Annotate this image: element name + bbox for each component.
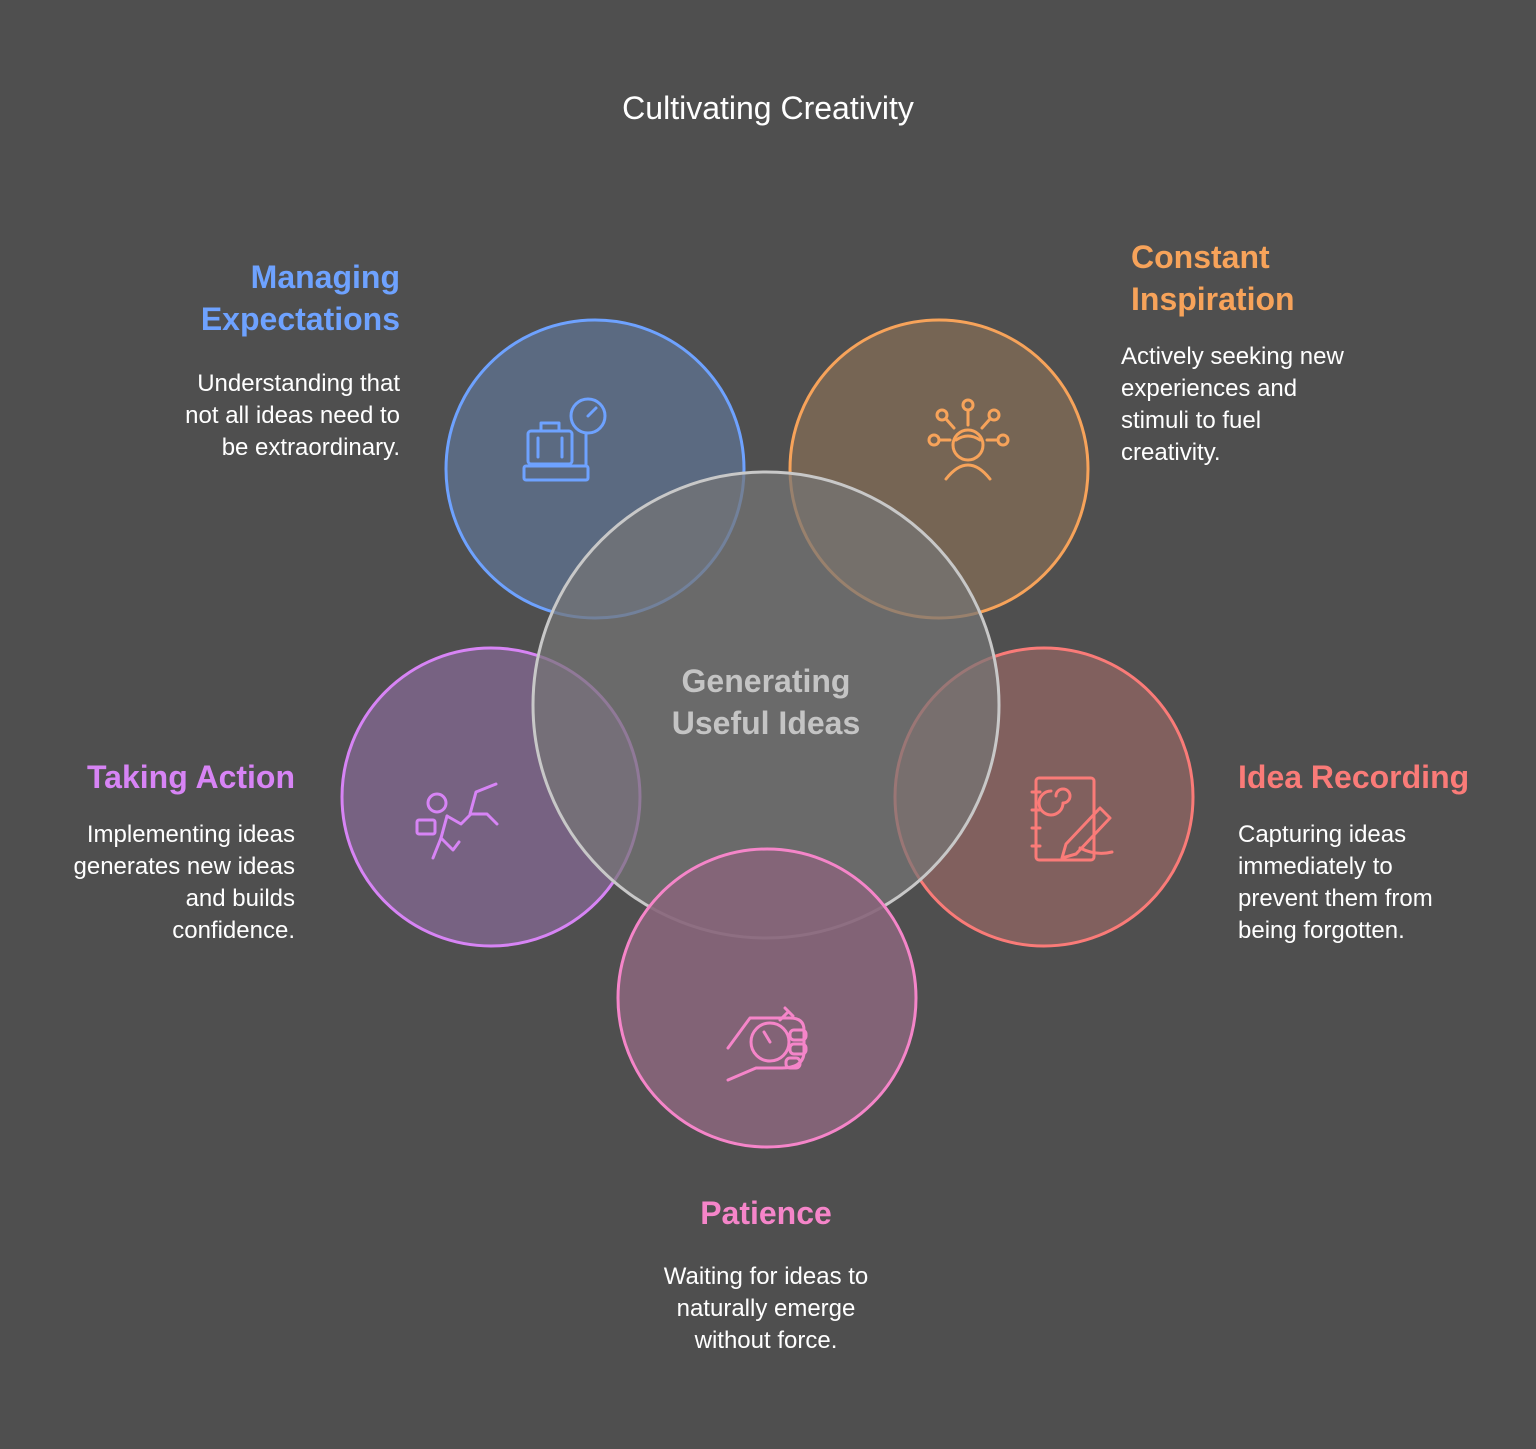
circle-patience (616, 847, 918, 1149)
description-constant-inspiration: Actively seeking new experiences and sti… (1121, 343, 1344, 466)
heading-managing-expectations: Managing Expectations (200, 259, 400, 337)
luggage-scale-icon (522, 397, 607, 482)
heading-taking-action: Taking Action (87, 759, 295, 795)
description-taking-action: Implementing ideas generates new ideas a… (73, 821, 295, 944)
description-managing-expectations: Understanding that not all ideas need to… (185, 370, 400, 461)
heading-patience: Patience (700, 1195, 832, 1231)
heading-constant-inspiration: Constant Inspiration (1131, 239, 1295, 317)
diagram-title: Cultivating Creativity (622, 90, 914, 126)
description-patience: Waiting for ideas to naturally emerge wi… (663, 1263, 869, 1354)
description-idea-recording: Capturing ideas immediately to prevent t… (1238, 821, 1433, 944)
inspired-person-icon (927, 398, 1010, 481)
running-person-icon (415, 782, 499, 860)
notebook-pen-icon (1030, 776, 1114, 862)
hand-stopwatch-icon (726, 1006, 808, 1082)
heading-idea-recording: Idea Recording (1238, 759, 1470, 795)
center-label: Generating Useful Ideas (671, 663, 861, 741)
